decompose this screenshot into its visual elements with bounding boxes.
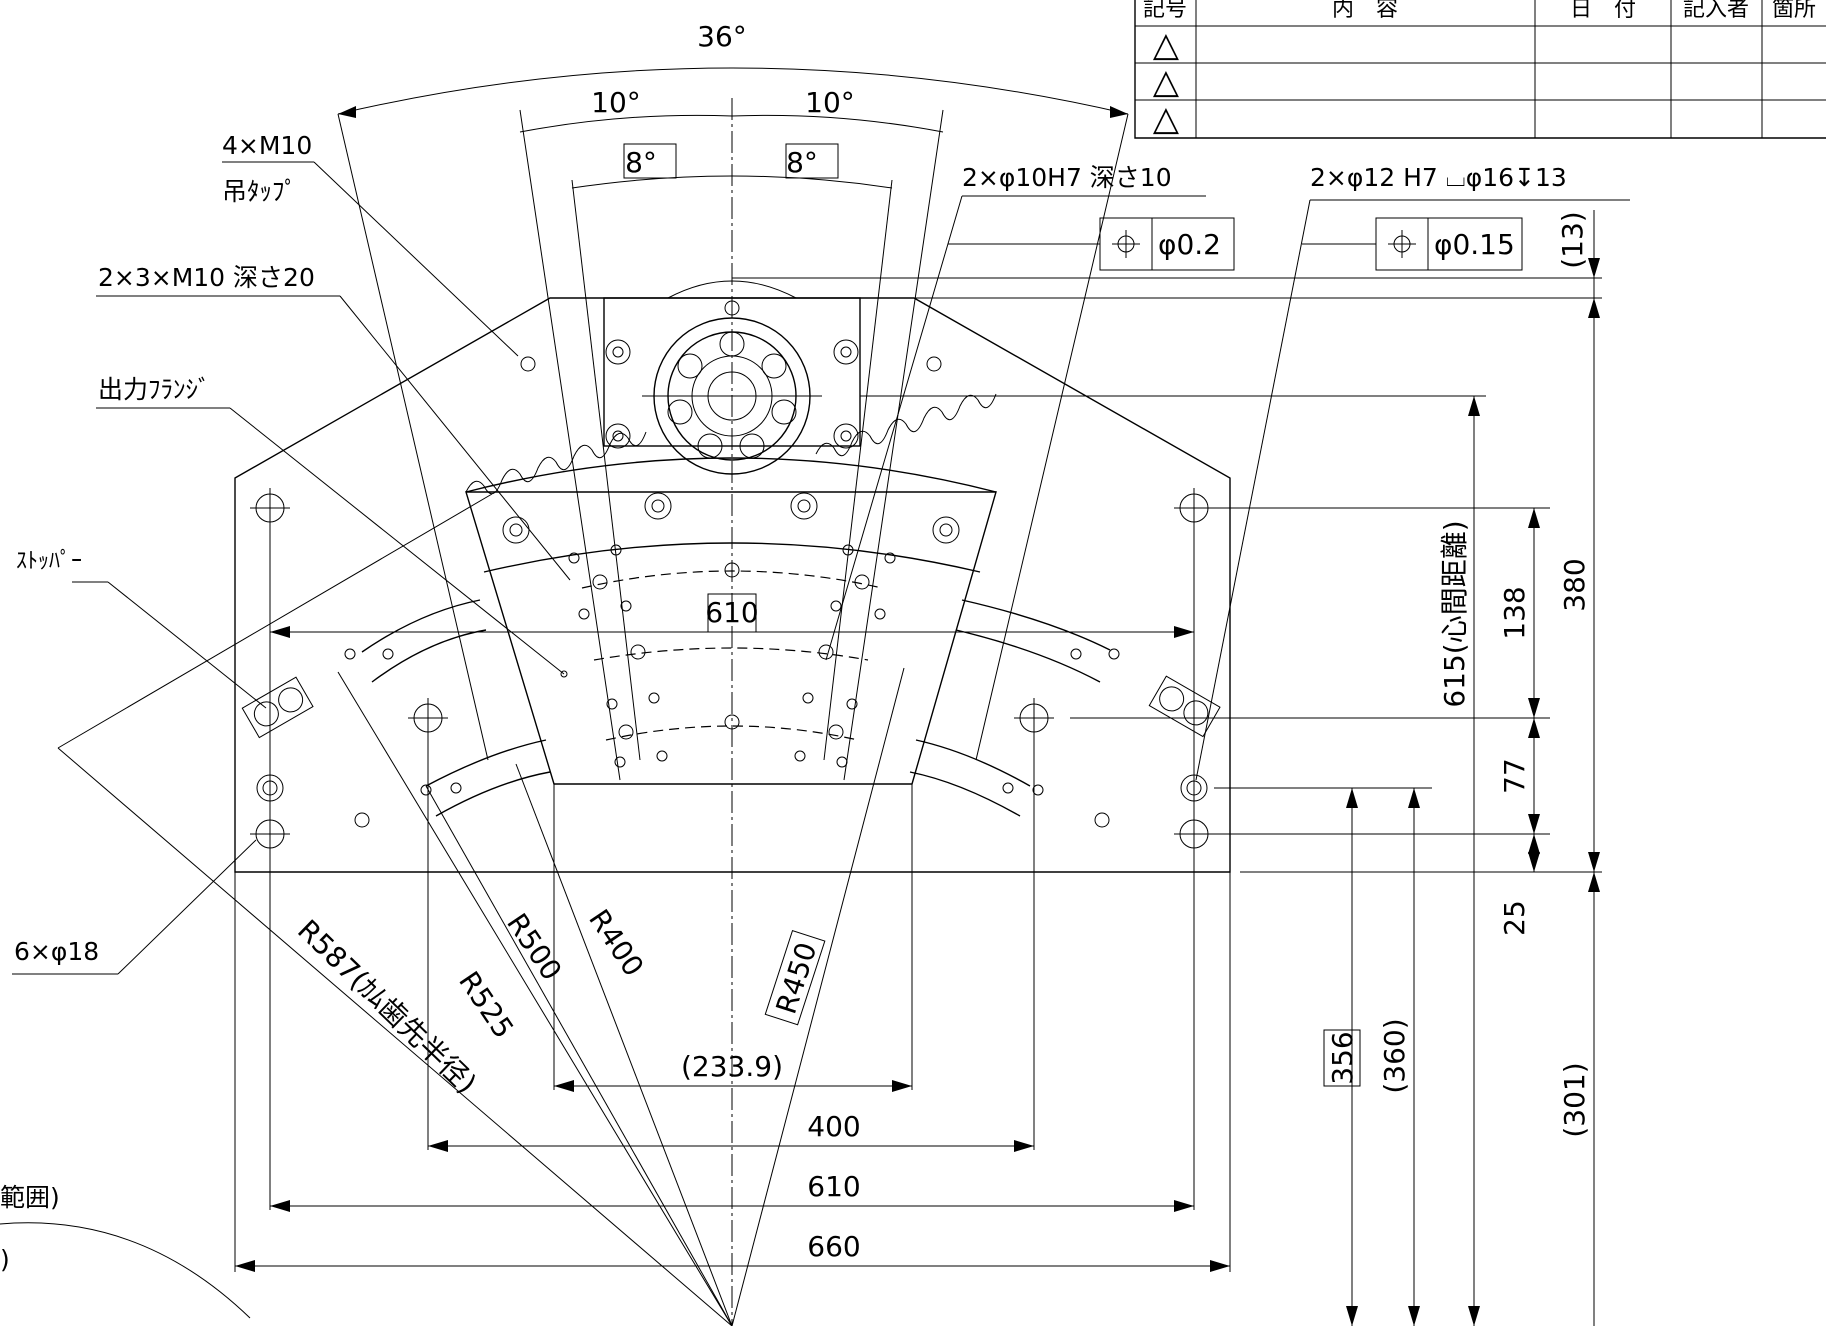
dim-25: 25 — [1498, 900, 1531, 936]
vertical-dim-arrows — [1346, 258, 1600, 1326]
revision-header-mark: 記号 — [1143, 0, 1187, 22]
dim-138: 138 — [1498, 586, 1531, 639]
revision-header-date: 日 付 — [1570, 0, 1636, 22]
label-stopper: ｽﾄｯﾊﾟｰ — [16, 549, 82, 574]
vertical-dimension-lines — [860, 210, 1602, 1326]
radius-lines — [0, 493, 905, 1326]
radius-400: R400 — [582, 903, 650, 982]
revision-mark-1: △ — [1153, 25, 1180, 65]
label-lift-tap: 吊ﾀｯﾌﾟ — [222, 177, 297, 206]
angle-10-right: 10° — [805, 86, 855, 119]
dim-660: 660 — [807, 1230, 860, 1263]
revision-table: 記号 内 容 日 付 記入者 箇所 △ △ △ — [1134, 0, 1826, 139]
angle-dimensions: 36° 10° 10° 8° 8° — [337, 20, 1129, 781]
stopper-arcs — [361, 599, 1111, 817]
dim-233-9: (233.9) — [681, 1050, 783, 1083]
rotary-cam-table — [465, 393, 997, 1090]
angle-8-left: 8° — [625, 146, 657, 179]
position-tolerance-frame-2: φ0.15 — [1375, 217, 1523, 271]
dim-356: 356 — [1326, 1031, 1359, 1084]
dim-356-box: 356 — [1323, 1029, 1361, 1087]
radius-500: R500 — [500, 907, 568, 986]
label-range-fragment: 範囲) — [0, 1183, 60, 1212]
callout-leaders — [12, 161, 1630, 975]
indexing-hub — [642, 317, 822, 475]
callout-labels: 4×M10 吊ﾀｯﾌﾟ 2×3×M10 深さ20 出力ﾌﾗﾝｼﾞ ｽﾄｯﾊﾟｰ … — [0, 131, 1567, 1274]
angle-10-left: 10° — [591, 86, 641, 119]
revision-header-author: 記入者 — [1683, 0, 1749, 22]
label-lift-tap-qty: 4×M10 — [222, 131, 312, 160]
output-flange-plate — [603, 277, 1602, 447]
label-output-flange: 出力ﾌﾗﾝｼﾞ — [98, 375, 211, 404]
position-tolerance-frame-1: φ0.2 — [1099, 217, 1235, 271]
revision-mark-2: △ — [1153, 62, 1180, 102]
bolt-holes — [241, 300, 1221, 854]
dim-360: (360) — [1378, 1018, 1411, 1093]
revision-mark-3: △ — [1153, 99, 1180, 139]
dim-13: (13) — [1556, 211, 1589, 268]
radius-450-box: R450 — [764, 929, 826, 1026]
dim-77: 77 — [1498, 758, 1531, 794]
revision-header-location: 箇所 — [1772, 0, 1816, 22]
dim-301: (301) — [1558, 1062, 1591, 1137]
radius-525: R525 — [452, 965, 520, 1044]
dim-400: 400 — [807, 1110, 860, 1143]
label-through-holes: 6×φ18 — [14, 937, 99, 966]
dim-610-box: 610 — [705, 596, 758, 629]
angle-36: 36° — [697, 20, 747, 53]
label-tapped-holes: 2×3×M10 深さ20 — [98, 263, 315, 292]
revision-header-content: 内 容 — [1332, 0, 1398, 22]
label-edge-fragment: ) — [0, 1245, 10, 1274]
dim-380: 380 — [1558, 558, 1591, 611]
dim-615: 615(心間距離) — [1438, 520, 1471, 707]
radius-587: R587(ｶﾑ歯先半径) — [291, 913, 483, 1100]
tolerance-value-2: φ0.15 — [1434, 228, 1515, 261]
tolerance-value-1: φ0.2 — [1158, 228, 1221, 261]
dim-610: 610 — [807, 1170, 860, 1203]
angle-8-right: 8° — [786, 146, 818, 179]
label-dowel-12: 2×φ12 H7 ⌴φ16↧13 — [1310, 163, 1567, 192]
horizontal-dim-arrows — [235, 626, 1230, 1272]
label-dowel-10: 2×φ10H7 深さ10 — [962, 163, 1172, 192]
